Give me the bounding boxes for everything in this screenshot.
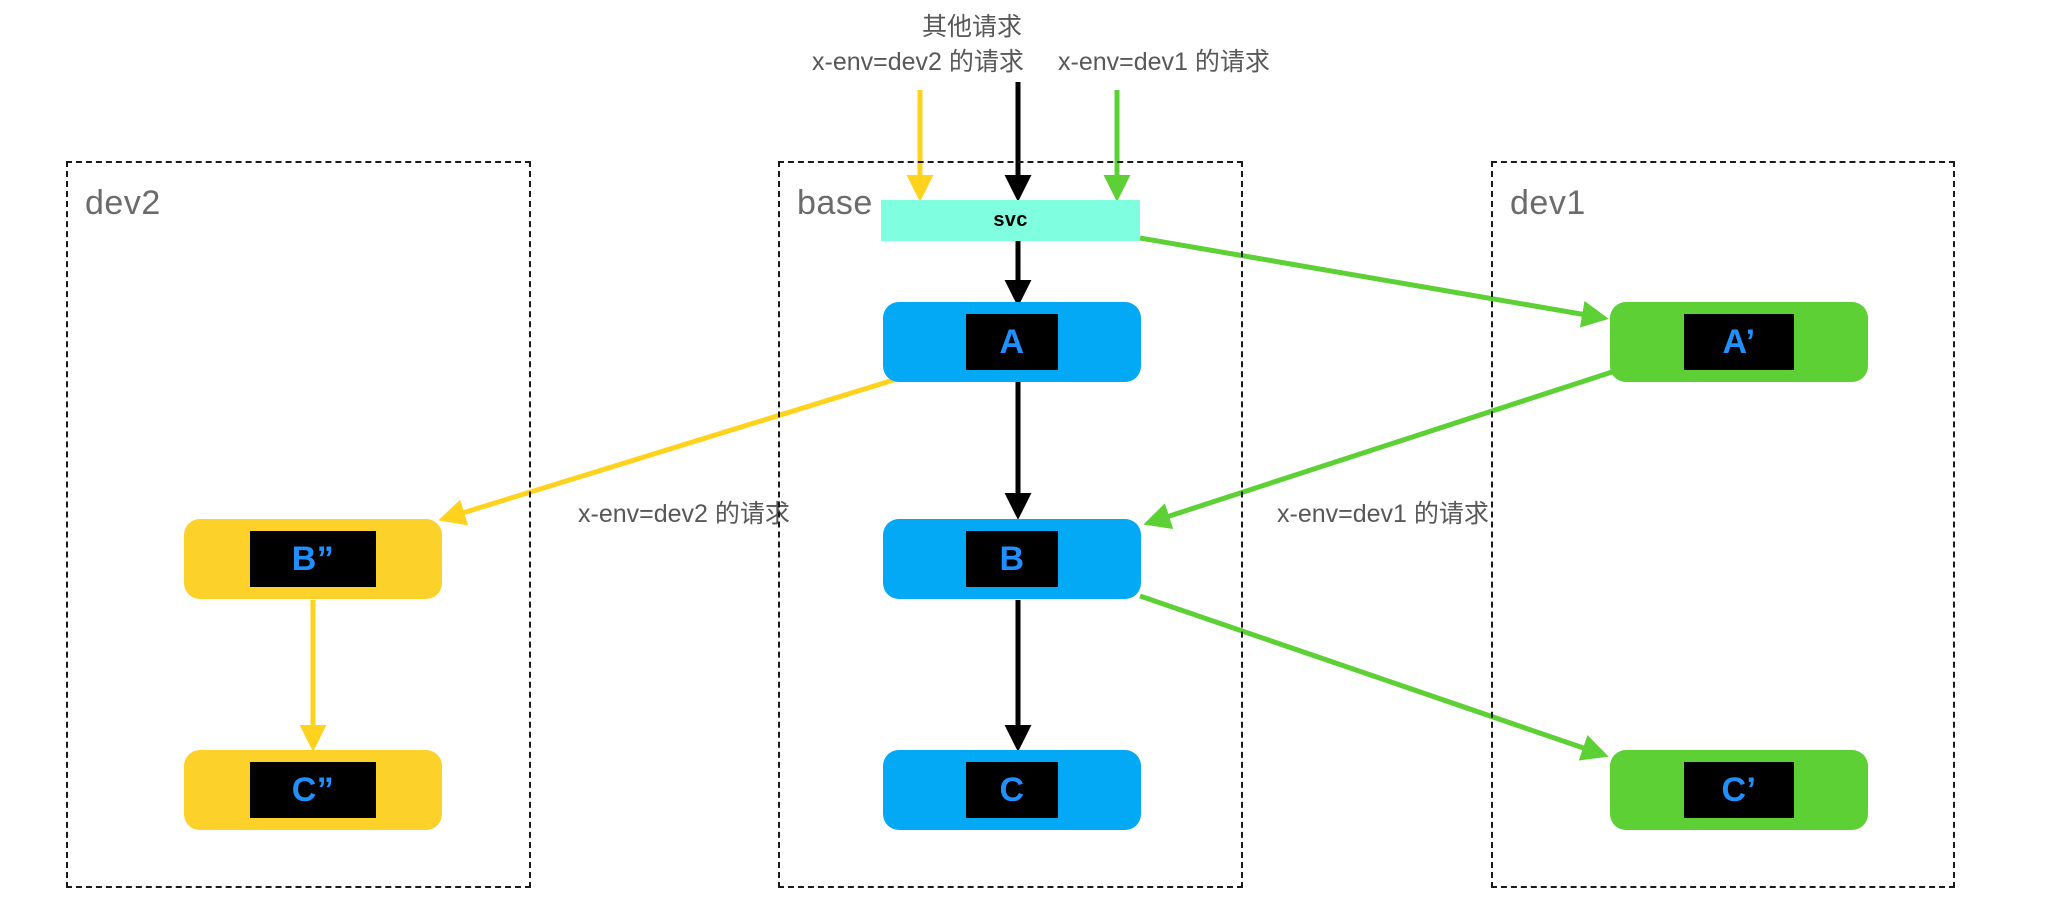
node-a-chip: A (966, 314, 1058, 370)
service-svc-label: svc (993, 209, 1028, 231)
edge-label-dev1-request: x-env=dev1 的请求 (1277, 500, 1489, 528)
environment-dev2-label: dev2 (85, 184, 161, 222)
node-b-double-prime-chip: B” (250, 531, 376, 587)
service-svc[interactable]: svc (881, 200, 1140, 241)
node-b-double-prime[interactable]: B” (184, 519, 442, 599)
node-b-label: B (999, 540, 1025, 578)
node-a-prime[interactable]: A’ (1610, 302, 1868, 382)
environment-dev2 (66, 161, 531, 888)
node-c-label: C (999, 771, 1025, 809)
node-a[interactable]: A (883, 302, 1141, 382)
node-a-label: A (999, 323, 1025, 361)
node-c-prime-label: C’ (1721, 771, 1757, 809)
node-c-chip: C (966, 762, 1058, 818)
caption-ingress-dev1: x-env=dev1 的请求 (1058, 48, 1270, 76)
node-b-double-prime-label: B” (291, 540, 335, 578)
node-c-double-prime-chip: C” (250, 762, 376, 818)
environment-dev1 (1491, 161, 1955, 888)
node-a-prime-chip: A’ (1684, 314, 1794, 370)
node-b-chip: B (966, 531, 1058, 587)
node-a-prime-label: A’ (1722, 323, 1756, 361)
node-c-prime[interactable]: C’ (1610, 750, 1868, 830)
node-c-prime-chip: C’ (1684, 762, 1794, 818)
caption-other-requests: 其他请求 (921, 13, 1023, 41)
edge-label-dev2-request: x-env=dev2 的请求 (578, 500, 790, 528)
node-c-double-prime-label: C” (291, 771, 335, 809)
node-b[interactable]: B (883, 519, 1141, 599)
environment-base (778, 161, 1243, 888)
caption-ingress-dev2: x-env=dev2 的请求 (812, 48, 1024, 76)
node-c-double-prime[interactable]: C” (184, 750, 442, 830)
environment-base-label: base (797, 184, 873, 222)
node-c[interactable]: C (883, 750, 1141, 830)
environment-dev1-label: dev1 (1510, 184, 1586, 222)
